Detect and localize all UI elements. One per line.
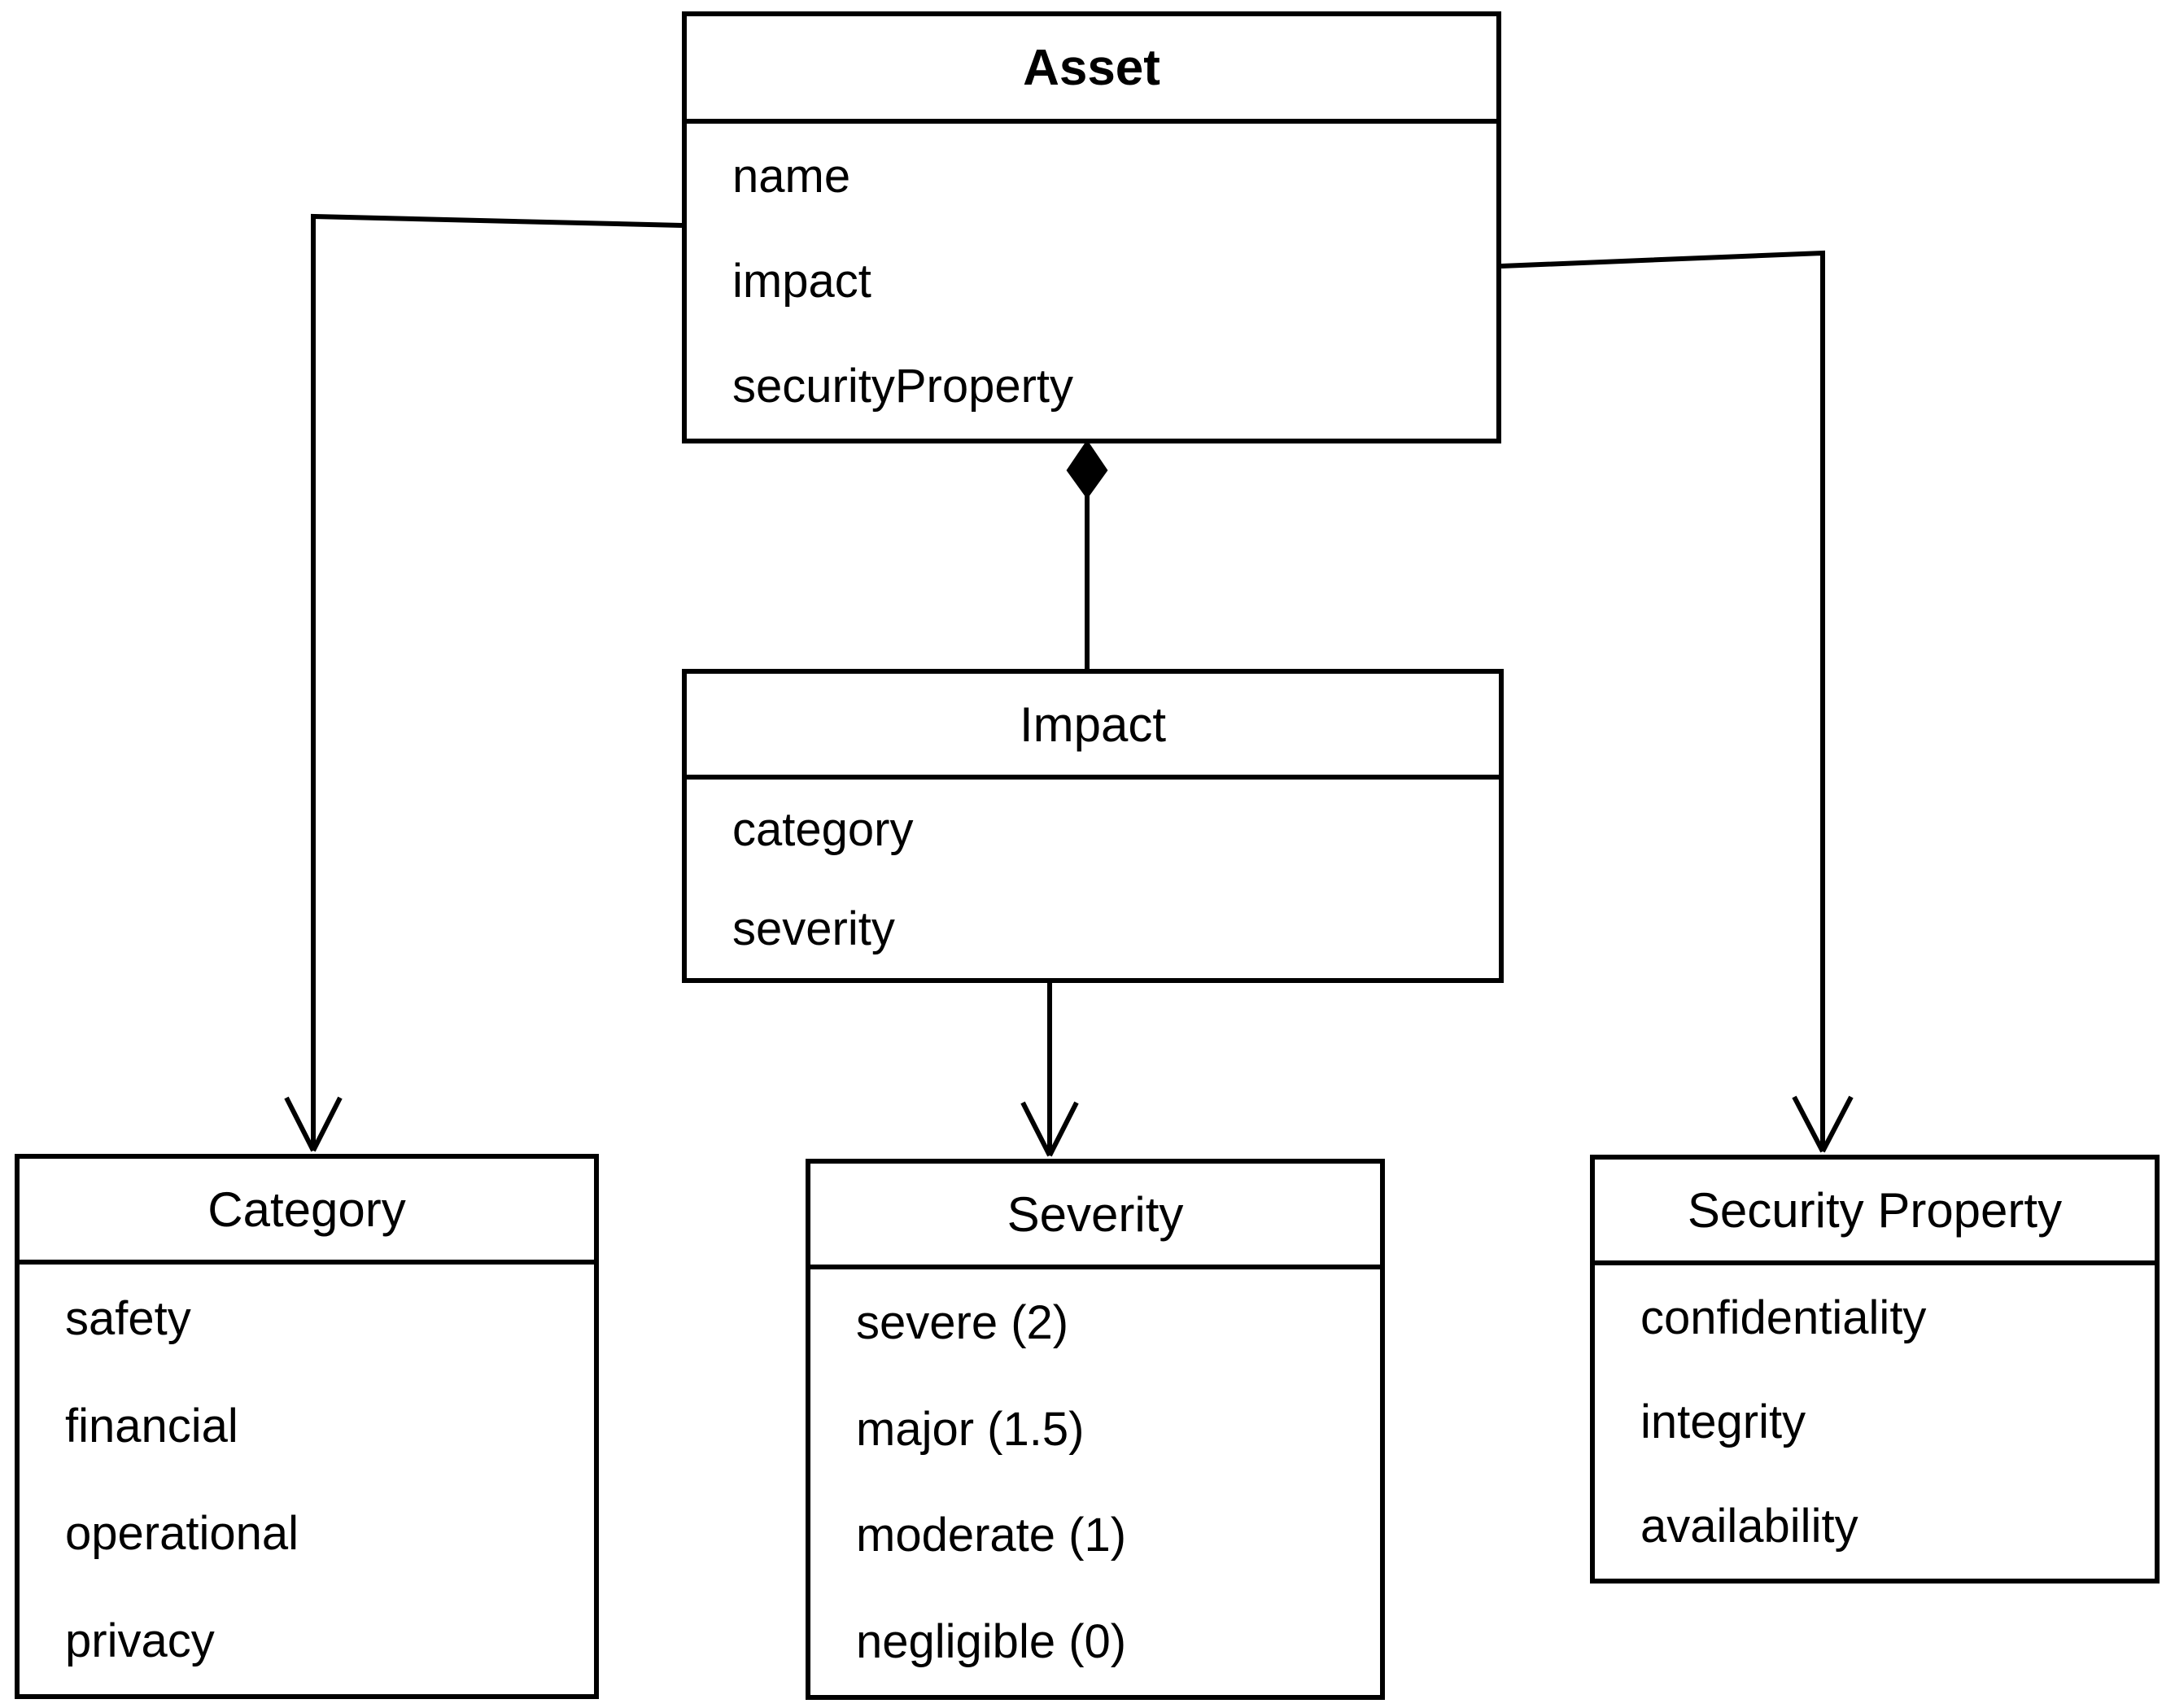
class-attribute: moderate (1): [856, 1509, 1127, 1562]
class-impact-title: Impact: [687, 674, 1499, 780]
class-attribute: operational: [65, 1506, 299, 1560]
class-attribute: name: [732, 150, 851, 203]
arrowhead-category: [284, 1096, 343, 1152]
class-asset-attributes: name impact securityProperty: [687, 124, 1496, 439]
class-attribute: safety: [65, 1291, 191, 1345]
composition-diamond: [1066, 439, 1108, 500]
class-attribute: major (1.5): [856, 1402, 1085, 1456]
edge-asset-to-category: [284, 213, 683, 1152]
class-attribute: severe (2): [856, 1295, 1069, 1349]
class-category: Category safety financial operational pr…: [15, 1154, 599, 1699]
class-security-property-title: Security Property: [1595, 1160, 2155, 1265]
class-attribute: impact: [732, 255, 871, 308]
class-severity: Severity severe (2) major (1.5) moderate…: [806, 1159, 1385, 1700]
class-attribute: securityProperty: [732, 360, 1074, 413]
class-severity-attributes: severe (2) major (1.5) moderate (1) negl…: [810, 1269, 1380, 1695]
arrowhead-severity: [1020, 1101, 1079, 1157]
class-attribute: integrity: [1640, 1395, 1806, 1448]
class-asset: Asset name impact securityProperty: [682, 11, 1501, 443]
edge-asset-to-security-property: [1500, 250, 1854, 1153]
class-attribute: privacy: [65, 1614, 215, 1667]
edge-impact-to-severity: [1020, 983, 1079, 1157]
arrowhead-security-property: [1792, 1095, 1854, 1153]
class-attribute: financial: [65, 1399, 238, 1452]
class-attribute: category: [732, 802, 914, 856]
edge-asset-to-impact: [1066, 439, 1108, 671]
class-category-attributes: safety financial operational privacy: [20, 1265, 594, 1694]
class-impact: Impact category severity: [682, 669, 1504, 983]
class-attribute: negligible (0): [856, 1615, 1127, 1669]
class-security-property-attributes: confidentiality integrity availability: [1595, 1265, 2155, 1579]
class-category-title: Category: [20, 1159, 594, 1265]
class-severity-title: Severity: [810, 1164, 1380, 1269]
class-security-property: Security Property confidentiality integr…: [1590, 1155, 2160, 1584]
class-attribute: severity: [732, 902, 895, 955]
class-attribute: availability: [1640, 1500, 1858, 1553]
class-impact-attributes: category severity: [687, 780, 1499, 978]
class-asset-title: Asset: [687, 16, 1496, 124]
class-attribute: confidentiality: [1640, 1291, 1927, 1344]
